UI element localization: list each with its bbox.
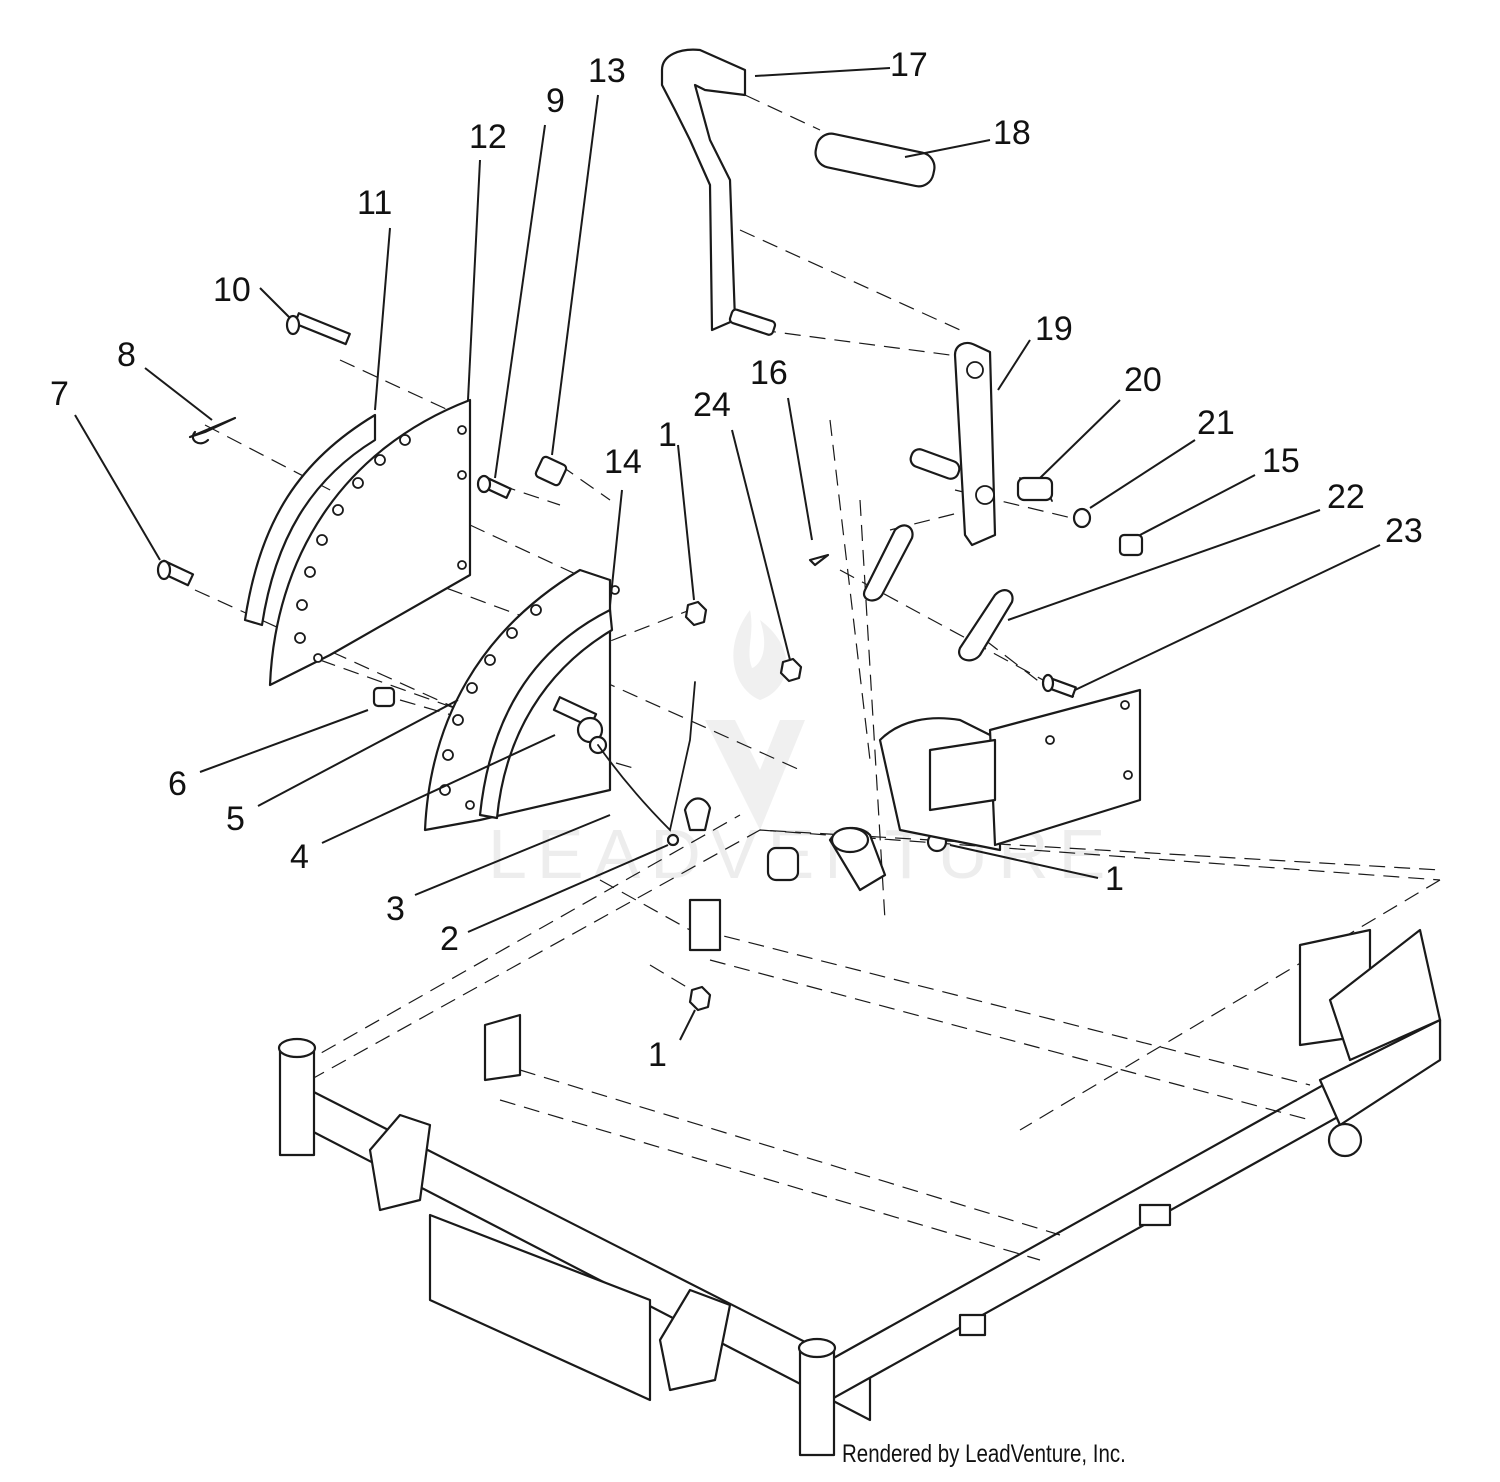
part-11-guard [243, 413, 377, 627]
callout-22: 22 [1327, 478, 1365, 516]
callout-1-nut-middle: 1 [1105, 860, 1124, 898]
callout-20: 20 [1124, 361, 1162, 399]
callout-18: 18 [993, 114, 1031, 152]
part-4-lever [552, 696, 608, 755]
callout-13: 13 [588, 52, 626, 90]
part-2-washer [666, 833, 680, 847]
part-9-bolt [476, 474, 512, 499]
part-20-spring [1016, 476, 1054, 502]
callout-2: 2 [440, 920, 459, 958]
part-1-nut-lower [688, 985, 712, 1012]
part-12-plate [268, 398, 472, 687]
part-5-holes [439, 585, 620, 810]
callout-1-nut-lower: 1 [648, 1036, 667, 1074]
callout-7: 7 [50, 375, 69, 413]
callout-4: 4 [290, 838, 309, 876]
part-14-guard [478, 608, 614, 820]
main-frame [277, 814, 1442, 1457]
callout-23: 23 [1385, 512, 1423, 550]
part-13-spacer [534, 455, 568, 487]
callout-15: 15 [1262, 442, 1300, 480]
callout-10: 10 [213, 271, 251, 309]
callout-labels: 1 1 1 2 3 4 5 6 7 8 9 10 11 12 13 14 15 … [50, 46, 1423, 1074]
callout-19: 19 [1035, 310, 1073, 348]
part-24-nut [779, 657, 803, 683]
part-10-bolt [285, 312, 351, 346]
part-19-pin [909, 448, 961, 480]
callout-14: 14 [604, 443, 642, 481]
callout-11: 11 [357, 184, 392, 222]
callout-6: 6 [168, 765, 187, 803]
callout-9: 9 [546, 82, 565, 120]
part-7-bolt [156, 559, 195, 587]
part-12-holes [294, 425, 467, 663]
right-post [797, 1337, 837, 1457]
part-22-link [958, 589, 1014, 662]
part-16-link [862, 524, 914, 602]
part-6-bushing [372, 686, 396, 708]
callout-16: 16 [750, 354, 788, 392]
part-3-cable [597, 681, 696, 832]
part-17-shaft [728, 308, 777, 336]
part-21-washer [1072, 507, 1092, 529]
left-post [277, 1037, 317, 1157]
part-18-grip [814, 132, 936, 188]
leader-lines [74, 67, 1381, 1041]
part-15-spacer [1118, 533, 1144, 557]
callout-3: 3 [386, 890, 405, 928]
part-23-bolt [1041, 673, 1077, 698]
part-16-pin [808, 553, 830, 567]
part-1-nut-upper [684, 600, 708, 627]
callout-8: 8 [117, 336, 136, 374]
part-17-handle [660, 48, 747, 332]
part-8-clip [188, 416, 237, 445]
render-credit: Rendered by LeadVenture, Inc. [842, 1440, 1126, 1468]
pivot-bracket [683, 688, 1142, 892]
callout-24: 24 [693, 386, 731, 424]
callout-12: 12 [469, 118, 507, 156]
callout-1-nut-upper: 1 [658, 416, 677, 454]
callout-21: 21 [1197, 404, 1235, 442]
callout-5: 5 [226, 800, 245, 838]
callout-17: 17 [890, 46, 928, 84]
